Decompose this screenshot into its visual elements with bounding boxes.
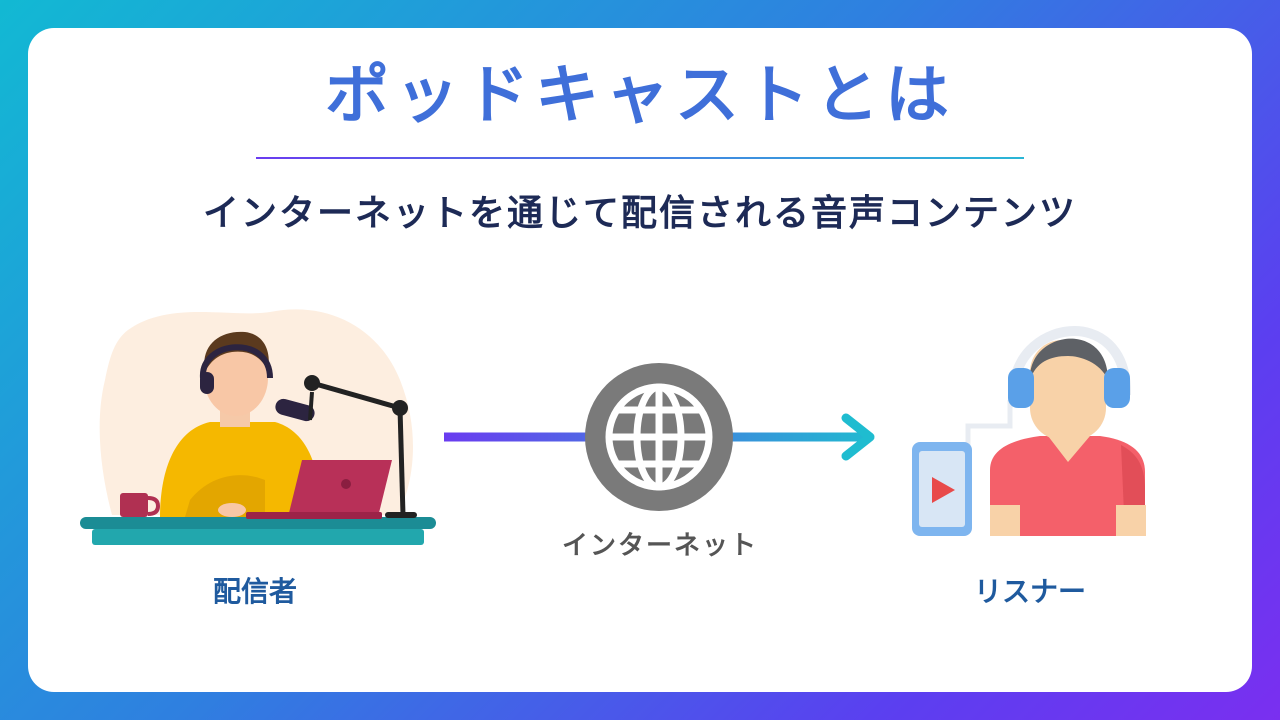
page-subtitle: インターネットを通じて配信される音声コンテンツ bbox=[202, 193, 1077, 234]
title-underline bbox=[256, 157, 1024, 159]
broadcaster-label: 配信者 bbox=[212, 575, 297, 608]
internet-label: インターネット bbox=[561, 531, 758, 561]
page-title: ポッドキャストとは bbox=[325, 59, 955, 133]
listener-label: リスナー bbox=[973, 575, 1086, 608]
